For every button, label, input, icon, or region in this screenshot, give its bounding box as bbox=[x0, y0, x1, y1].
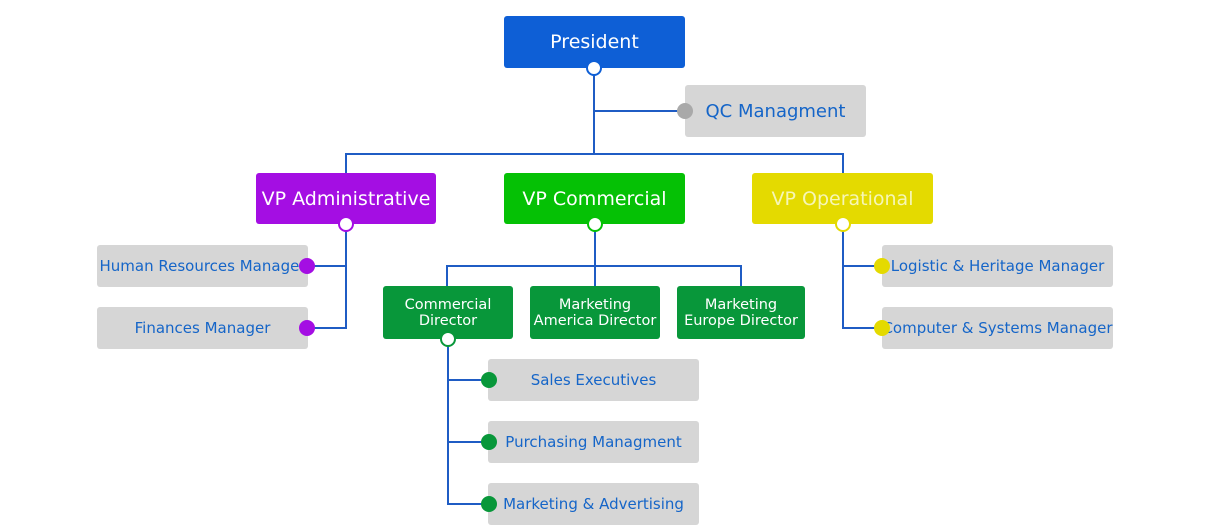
human-resources-manager-box: Human Resources Manager bbox=[97, 245, 308, 287]
sales-executives-label: Sales Executives bbox=[530, 371, 657, 389]
logistic-heritage-manager-label: Logistic & Heritage Manager bbox=[890, 257, 1105, 275]
finances-manager-box: Finances Manager bbox=[97, 307, 308, 349]
human-resources-connector-dot bbox=[299, 258, 315, 274]
qc-management-box: QC Managment bbox=[685, 85, 866, 137]
marketing-europe-director-box: Marketing Europe Director bbox=[677, 286, 805, 339]
computer-systems-manager-box: Computer & Systems Manager bbox=[882, 307, 1113, 349]
finances-connector-dot bbox=[299, 320, 315, 336]
vp-administrative-label: VP Administrative bbox=[261, 187, 431, 210]
vp-operational-connector-dot bbox=[835, 216, 851, 232]
vp-commercial-label: VP Commercial bbox=[522, 187, 667, 210]
purchasing-management-box: Purchasing Managment bbox=[488, 421, 699, 463]
marketing-europe-line-1: Marketing bbox=[704, 296, 778, 313]
connector-admin-branch bbox=[307, 224, 347, 329]
connector-commercial-branch bbox=[446, 224, 742, 286]
qc-connector-dot bbox=[677, 103, 693, 119]
finances-manager-label: Finances Manager bbox=[134, 319, 271, 337]
connector-vp-bar bbox=[345, 153, 844, 174]
logistic-connector-dot bbox=[874, 258, 890, 274]
marketing-advertising-connector-dot bbox=[481, 496, 497, 512]
marketing-advertising-box: Marketing & Advertising bbox=[488, 483, 699, 525]
marketing-america-line-2: America Director bbox=[533, 312, 657, 329]
marketing-america-line-1: Marketing bbox=[558, 296, 632, 313]
commercial-director-box: Commercial Director bbox=[383, 286, 513, 339]
human-resources-manager-label: Human Resources Manager bbox=[99, 257, 306, 275]
marketing-america-director-box: Marketing America Director bbox=[530, 286, 660, 339]
purchasing-connector-dot bbox=[481, 434, 497, 450]
president-connector-dot bbox=[586, 60, 602, 76]
purchasing-management-label: Purchasing Managment bbox=[505, 433, 682, 451]
vp-administrative-connector-dot bbox=[338, 216, 354, 232]
vp-administrative-box: VP Administrative bbox=[256, 173, 436, 224]
vp-operational-box: VP Operational bbox=[752, 173, 933, 224]
commercial-director-line-2: Director bbox=[418, 312, 478, 329]
logistic-heritage-manager-box: Logistic & Heritage Manager bbox=[882, 245, 1113, 287]
marketing-advertising-label: Marketing & Advertising bbox=[503, 495, 684, 513]
vp-commercial-connector-dot bbox=[587, 216, 603, 232]
commercial-director-connector-dot bbox=[440, 331, 456, 347]
president-box: President bbox=[504, 16, 685, 68]
vp-commercial-box: VP Commercial bbox=[504, 173, 685, 224]
connector-operational-branch bbox=[842, 224, 882, 329]
marketing-europe-line-2: Europe Director bbox=[684, 312, 798, 329]
sales-executives-box: Sales Executives bbox=[488, 359, 699, 401]
commercial-director-line-1: Commercial bbox=[404, 296, 492, 313]
sales-executives-connector-dot bbox=[481, 372, 497, 388]
qc-management-label: QC Managment bbox=[705, 100, 846, 122]
connector-director-branch bbox=[447, 339, 489, 505]
president-label: President bbox=[550, 31, 639, 53]
vp-operational-label: VP Operational bbox=[771, 187, 914, 210]
computer-systems-manager-label: Computer & Systems Manager bbox=[882, 319, 1113, 337]
computer-systems-connector-dot bbox=[874, 320, 890, 336]
